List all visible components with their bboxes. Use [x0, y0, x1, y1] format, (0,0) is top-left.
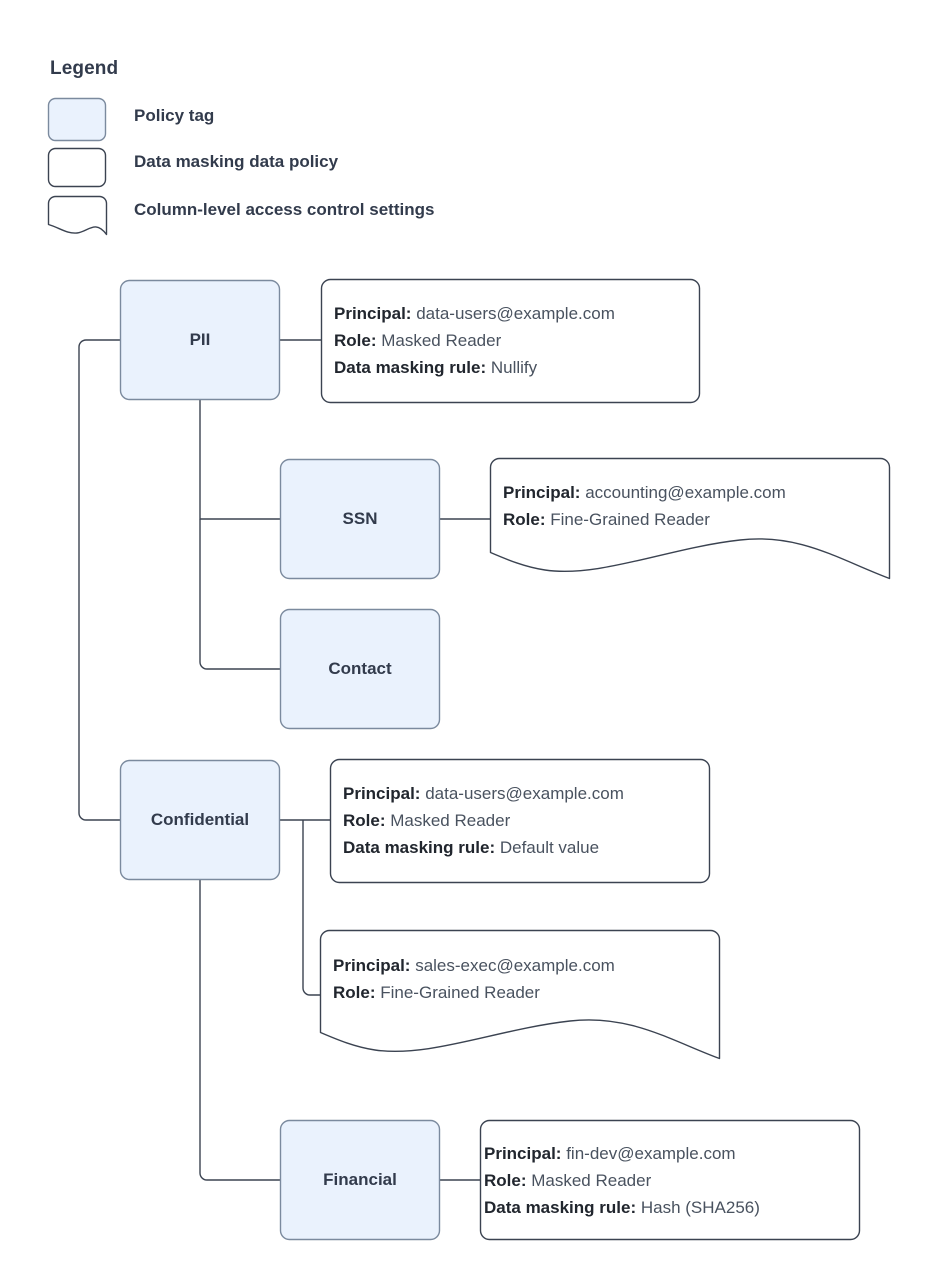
node-box-financial[interactable]	[279, 1119, 441, 1241]
node-box-contact[interactable]	[279, 608, 441, 730]
legend-title: Legend	[50, 58, 119, 79]
callout-row-key: Data masking rule:	[484, 1198, 637, 1217]
callout-row-key: Principal:	[343, 784, 421, 803]
callout-row-value: data-users@example.com	[416, 304, 615, 323]
callout-box-pii-policy[interactable]	[320, 278, 701, 404]
callout-row: Data masking rule: Default value	[343, 834, 624, 861]
callout-row-key: Principal:	[503, 483, 581, 502]
callout-row-key: Role:	[484, 1171, 527, 1190]
connector-pii-to-confidential	[78, 339, 120, 821]
callout-row: Principal: data-users@example.com	[334, 300, 615, 327]
callout-row: Principal: fin-dev@example.com	[484, 1140, 760, 1167]
node-label-confidential: Confidential	[150, 810, 250, 829]
callout-row-value: Nullify	[490, 358, 538, 377]
node-box-ssn[interactable]	[279, 458, 441, 580]
callout-row-value: Fine-Grained Reader	[550, 510, 710, 529]
node-label-contact: Contact	[328, 659, 392, 678]
callout-row-key: Principal:	[334, 304, 412, 323]
node-box-confidential[interactable]	[119, 759, 281, 881]
callout-row-value: sales-exec@example.com	[415, 956, 615, 975]
callout-row-value: accounting@example.com	[585, 483, 786, 502]
callout-row-key: Data masking rule:	[343, 838, 496, 857]
callout-row-value: Hash (SHA256)	[640, 1198, 760, 1217]
node-label-pii: PII	[189, 330, 211, 349]
connector-pii-to-contact	[199, 519, 280, 670]
legend-label-data-masking-policy: Data masking data policy	[134, 152, 339, 171]
callout-row-value: data-users@example.com	[425, 784, 624, 803]
connector-confidential-to-financial	[199, 880, 280, 1181]
callout-row-value: Fine-Grained Reader	[380, 983, 540, 1002]
legend-swatch-policy-tag	[47, 97, 107, 142]
callout-row-key: Role:	[343, 811, 386, 830]
callout-row-key: Role:	[334, 331, 377, 350]
callout-row: Role: Fine-Grained Reader	[503, 506, 786, 533]
callout-row-value: fin-dev@example.com	[566, 1144, 736, 1163]
legend-swatch-data-masking-policy	[47, 147, 107, 188]
callout-row: Principal: accounting@example.com	[503, 479, 786, 506]
callout-text-pii-policy: Principal: data-users@example.com Role: …	[334, 300, 615, 381]
callout-box-confidential-policy[interactable]	[329, 758, 711, 884]
connector-confidential-to-access-callout	[302, 820, 320, 996]
callout-box-financial-policy[interactable]	[479, 1119, 861, 1241]
legend-swatch-column-access-settings	[47, 195, 108, 236]
callout-row: Data masking rule: Hash (SHA256)	[484, 1194, 760, 1221]
callout-row-value: Masked Reader	[381, 331, 502, 350]
callout-row: Data masking rule: Nullify	[334, 354, 615, 381]
callout-text-ssn-access: Principal: accounting@example.com Role: …	[503, 479, 786, 533]
connector-pii-to-ssn	[199, 400, 280, 520]
callout-row-value: Masked Reader	[390, 811, 511, 830]
node-label-financial: Financial	[323, 1170, 397, 1189]
callout-row-key: Principal:	[333, 956, 411, 975]
callout-text-confidential-policy: Principal: data-users@example.com Role: …	[343, 780, 624, 861]
callout-row-value: Default value	[499, 838, 600, 857]
callout-row: Role: Masked Reader	[484, 1167, 760, 1194]
callout-row-value: Masked Reader	[531, 1171, 652, 1190]
callout-text-confidential-access: Principal: sales-exec@example.com Role: …	[333, 952, 615, 1006]
callout-row-key: Data masking rule:	[334, 358, 487, 377]
callout-row: Role: Masked Reader	[343, 807, 624, 834]
callout-row-key: Role:	[503, 510, 546, 529]
node-label-ssn: SSN	[342, 509, 378, 528]
callout-row-key: Principal:	[484, 1144, 562, 1163]
node-box-pii[interactable]	[119, 279, 281, 401]
callout-box-ssn-access[interactable]	[489, 457, 891, 580]
callout-box-confidential-access[interactable]	[319, 929, 721, 1060]
callout-row: Role: Fine-Grained Reader	[333, 979, 615, 1006]
legend-label-column-access-settings: Column-level access control settings	[134, 200, 435, 219]
callout-row: Role: Masked Reader	[334, 327, 615, 354]
callout-text-financial-policy: Principal: fin-dev@example.com Role: Mas…	[484, 1140, 760, 1221]
callout-row: Principal: data-users@example.com	[343, 780, 624, 807]
legend-label-policy-tag: Policy tag	[134, 106, 215, 125]
callout-row-key: Role:	[333, 983, 376, 1002]
callout-row: Principal: sales-exec@example.com	[333, 952, 615, 979]
